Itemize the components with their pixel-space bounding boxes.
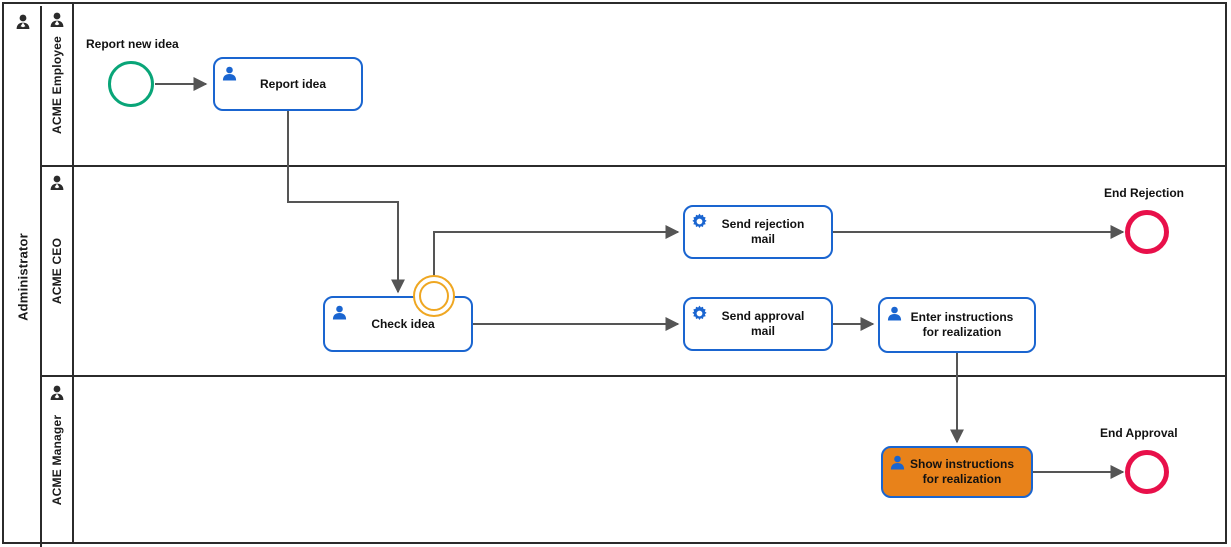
lane-label-acme-ceo: ACME CEO [50, 237, 64, 305]
boundary-event-check-idea[interactable] [413, 275, 455, 317]
task-label-line1: Send rejection [721, 217, 805, 231]
boundary-event-inner-ring [419, 281, 449, 311]
lane-header-acme-ceo[interactable]: ACME CEO [42, 167, 74, 375]
task-label-line2: mail [750, 232, 775, 246]
person-icon [48, 11, 66, 29]
end-event-approval[interactable] [1125, 450, 1169, 494]
end-event-rejection[interactable] [1125, 210, 1169, 254]
task-label-line1: Show instructions [909, 457, 1014, 471]
task-label-line2: for realization [922, 325, 1002, 339]
task-report-idea[interactable]: Report idea [213, 57, 363, 111]
task-label: Show instructions for realization [910, 457, 1014, 487]
task-label: Send approval mail [722, 309, 805, 339]
person-icon [48, 384, 66, 402]
user-task-icon [221, 65, 238, 82]
task-label: Check idea [371, 316, 435, 331]
lane-label-acme-manager: ACME Manager [50, 414, 64, 505]
lane-acme-employee[interactable]: ACME Employee [42, 4, 1227, 167]
label-start-report-new-idea: Report new idea [86, 37, 179, 51]
task-label-line2: for realization [922, 472, 1002, 486]
pool-label: Administrator [15, 233, 31, 321]
person-icon [48, 174, 66, 192]
user-task-icon [331, 304, 348, 321]
task-label: Send rejection mail [722, 217, 805, 247]
lane-acme-manager[interactable]: ACME Manager [42, 377, 1227, 542]
lane-acme-ceo[interactable]: ACME CEO [42, 167, 1227, 377]
pool-header-administrator[interactable]: Administrator [6, 6, 42, 547]
task-send-approval-mail[interactable]: Send approval mail [683, 297, 833, 351]
task-label-line2: mail [750, 324, 775, 338]
label-end-approval: End Approval [1100, 426, 1178, 440]
lane-header-acme-manager[interactable]: ACME Manager [42, 377, 74, 542]
person-icon [14, 13, 32, 31]
task-check-idea[interactable]: Check idea [323, 296, 473, 352]
task-label: Report idea [259, 76, 326, 91]
start-event-report-new-idea[interactable] [108, 61, 154, 107]
task-label-line1: Send approval [721, 309, 805, 323]
service-task-icon [691, 213, 708, 230]
task-label: Enter instructions for realization [911, 310, 1014, 340]
lane-header-acme-employee[interactable]: ACME Employee [42, 4, 74, 165]
task-label-line1: Enter instructions [910, 310, 1014, 324]
lane-label-acme-employee: ACME Employee [50, 35, 64, 134]
user-task-icon [886, 305, 903, 322]
service-task-icon [691, 305, 708, 322]
label-end-rejection: End Rejection [1104, 186, 1185, 200]
task-enter-instructions-for-realization[interactable]: Enter instructions for realization [878, 297, 1036, 353]
task-show-instructions-for-realization[interactable]: Show instructions for realization [881, 446, 1033, 498]
user-task-icon [889, 454, 906, 471]
task-send-rejection-mail[interactable]: Send rejection mail [683, 205, 833, 259]
